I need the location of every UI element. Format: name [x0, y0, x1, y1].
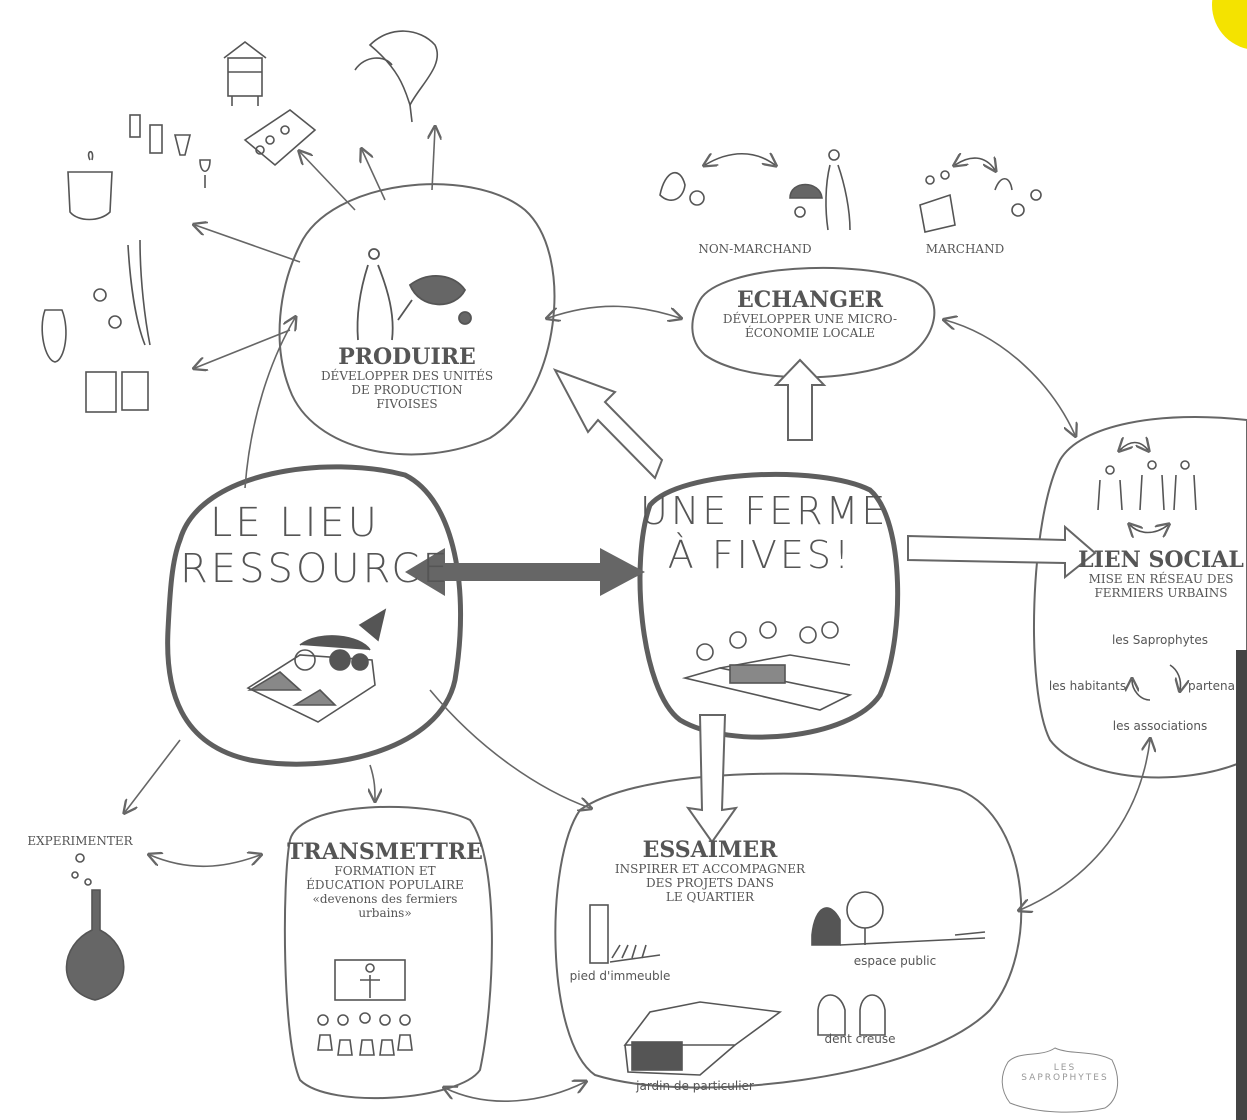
farmer-wheelbarrow-icon: [356, 248, 472, 341]
lieu-ressource-title: LE LIEU RESSOURCE: [180, 500, 451, 592]
cycle-left-label: les habitants: [1048, 679, 1127, 693]
experimenter-label: EXPERIMENTER: [27, 834, 133, 848]
pied-immeuble-label: pied d'immeuble: [569, 969, 671, 983]
exchange-illustrations: [659, 149, 1042, 233]
farm-building-icon: [681, 621, 853, 711]
dent-creuse-label: dent creuse: [824, 1032, 896, 1046]
produire-label: PRODUIRE DÉVELOPPER DES UNITÉS DE PRODUC…: [320, 344, 494, 411]
transmettre-label: TRANSMETTRE FORMATION ET ÉDUCATION POPUL…: [287, 839, 483, 920]
lien-social-label: LIEN SOCIAL MISE EN RÉSEAU DES FERMIERS …: [1078, 547, 1244, 601]
espace-public-label: espace public: [853, 954, 937, 968]
ferme-title: UNE FERME À FIVES!: [640, 489, 889, 577]
produire-bubble: [278, 183, 556, 456]
essaimer-label: ESSAIMER INSPIRER ET ACCOMPAGNER DES PRO…: [614, 837, 806, 904]
marchand-label: MARCHAND: [925, 242, 1005, 256]
arrow-ferme-to-essaimer: [685, 714, 739, 844]
right-edge-dark-strip: [1236, 650, 1247, 1120]
double-arrow-icon: [405, 548, 645, 596]
saprophytes-logo: LES SAPROPHYTES: [1021, 1063, 1109, 1084]
logo-outline: [1001, 1047, 1119, 1113]
lieu-ressource-bubble: [165, 464, 464, 767]
transmettre-bubble: [283, 805, 493, 1100]
arrow-ferme-to-echanger: [773, 358, 827, 441]
connector-arrows: [125, 128, 1150, 1102]
produce-illustrations: [41, 30, 438, 413]
jardin-particulier-label: jardin de particulier: [636, 1079, 754, 1093]
echanger-label: ECHANGER DÉVELOPPER UNE MICRO- ÉCONOMIE …: [722, 287, 898, 341]
essaimer-bubble: [554, 772, 1023, 1089]
flask-icon: [65, 853, 125, 1001]
cycle-top-label: les Saprophytes: [1111, 633, 1209, 647]
garden-plot-icon: [246, 608, 387, 723]
right-edge-text-strip: [1236, 60, 1247, 630]
ferme-bubble: [637, 471, 901, 740]
cycle-right-label: partena: [1188, 680, 1235, 693]
people-network-icon: [1097, 443, 1197, 701]
cycle-bottom-label: les associations: [1112, 719, 1208, 733]
essaimer-illustrations: [589, 891, 986, 1076]
echanger-bubble: [691, 266, 936, 379]
non-marchand-label: NON-MARCHAND: [698, 242, 812, 256]
teaching-icon: [317, 959, 413, 1056]
arrow-ferme-to-produire: [552, 368, 664, 480]
arrow-ferme-to-lien-social: [907, 524, 1097, 580]
